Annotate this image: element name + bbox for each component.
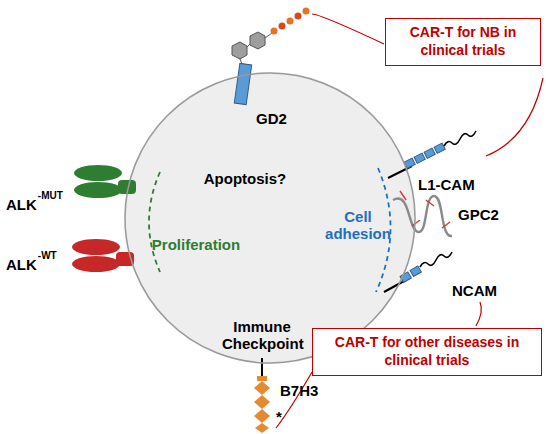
cell-body (124, 72, 416, 364)
callout-box: CAR-T for other diseases in clinical tri… (312, 328, 542, 376)
callout-box: CAR-T for NB in clinical trials (385, 18, 541, 66)
cell-function-text: Proliferation (152, 236, 240, 253)
bracket-arc (476, 302, 481, 326)
part-label: B7H3 (280, 382, 318, 399)
alk-wt-receptor (72, 239, 134, 272)
gd2-molecule (232, 8, 310, 105)
callout-text: CAR-T for other diseases in clinical tri… (319, 333, 535, 369)
cell-function-text: Cell adhesion (323, 208, 393, 242)
part-label: GD2 (256, 110, 287, 127)
superscript-label: -MUT (38, 190, 63, 202)
callout-text: CAR-T for NB in clinical trials (392, 23, 534, 59)
cell-function-text: Immune Checkpoint (222, 318, 302, 352)
part-label: L1-CAM (418, 176, 475, 193)
bracket-arc (486, 78, 543, 156)
l1cam-molecule (388, 131, 476, 178)
superscript-label: -WT (38, 250, 57, 262)
bracket-arc (276, 372, 312, 428)
part-label: ALK (6, 256, 37, 273)
part-label: GPC2 (458, 206, 499, 223)
part-label: ALK (6, 196, 37, 213)
bracket-arc (312, 14, 384, 44)
ncam-molecule (384, 252, 452, 292)
proliferation-arc (149, 172, 160, 272)
gpc2-molecule (393, 191, 452, 236)
b7h3-molecule (254, 358, 270, 433)
part-label: * (276, 408, 282, 425)
cell-function-text: Apoptosis? (204, 170, 287, 187)
part-label: NCAM (452, 282, 497, 299)
